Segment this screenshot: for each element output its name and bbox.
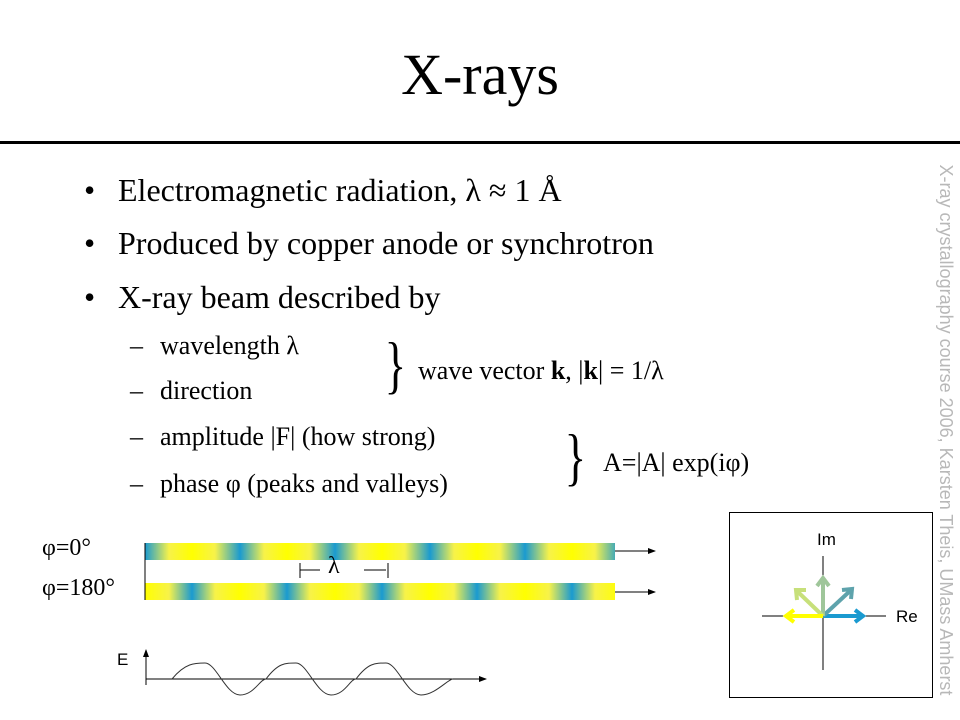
- re-label: Re: [896, 607, 918, 626]
- dash: –: [130, 469, 143, 498]
- note-text: wave vector: [418, 356, 551, 385]
- sub-bullet-item: –phase φ (peaks and valleys): [130, 468, 448, 500]
- sub-bullet-text: direction: [160, 376, 253, 405]
- complex-plane-box: [729, 512, 933, 698]
- bullet-dot: •: [84, 172, 96, 208]
- bullet-text: X-ray beam described by: [118, 279, 441, 315]
- bullet-item: • Electromagnetic radiation, λ ≈ 1 Å: [84, 170, 562, 210]
- dash: –: [130, 376, 143, 405]
- phasor-arrows: [782, 574, 867, 624]
- slide-title: X-rays: [401, 42, 559, 107]
- bullet-dot: •: [84, 225, 96, 261]
- brace: }: [384, 329, 407, 400]
- phasor-45-icon: [821, 589, 852, 618]
- phase-0-label: φ=0°: [42, 535, 91, 561]
- lambda-marker: [299, 563, 389, 578]
- note-k: k: [550, 356, 566, 385]
- note-text: , |: [565, 356, 584, 385]
- sub-bullet-item: –wavelength λ: [130, 330, 299, 362]
- sub-bullet-item: –amplitude |F| (how strong): [130, 421, 435, 453]
- wave-vector-note: wave vector k, |k| = 1/λ: [418, 355, 664, 387]
- e-axis-label: E: [117, 650, 129, 669]
- title-divider: [0, 141, 960, 144]
- bullet-text: Electromagnetic radiation, λ ≈ 1 Å: [118, 172, 562, 208]
- bullet-text: Produced by copper anode or synchrotron: [118, 225, 654, 261]
- wave-band-phase-0: [145, 543, 615, 560]
- dash: –: [130, 422, 143, 451]
- bullet-dot: •: [84, 279, 96, 315]
- sub-bullet-text: wavelength λ: [160, 331, 299, 360]
- im-label: Im: [817, 530, 836, 549]
- amplitude-formula: A=|A| exp(iφ): [603, 448, 750, 477]
- sub-bullet-text: phase φ (peaks and valleys): [160, 469, 448, 498]
- brace: }: [564, 421, 587, 492]
- lambda-label: λ: [328, 553, 340, 579]
- bullet-item: • X-ray beam described by: [84, 277, 441, 317]
- sine-wave: [171, 662, 454, 696]
- sub-bullet-item: –direction: [130, 375, 252, 407]
- bullet-item: • Produced by copper anode or synchrotron: [84, 223, 654, 263]
- wave-band-phase-180: [145, 583, 615, 600]
- note-k: k: [583, 356, 598, 385]
- note-text: | = 1/λ: [597, 356, 664, 385]
- phase-180-label: φ=180°: [42, 575, 115, 601]
- sub-bullet-text: amplitude |F| (how strong): [160, 422, 436, 451]
- phasor-135-icon: [796, 590, 825, 618]
- dash: –: [130, 331, 143, 360]
